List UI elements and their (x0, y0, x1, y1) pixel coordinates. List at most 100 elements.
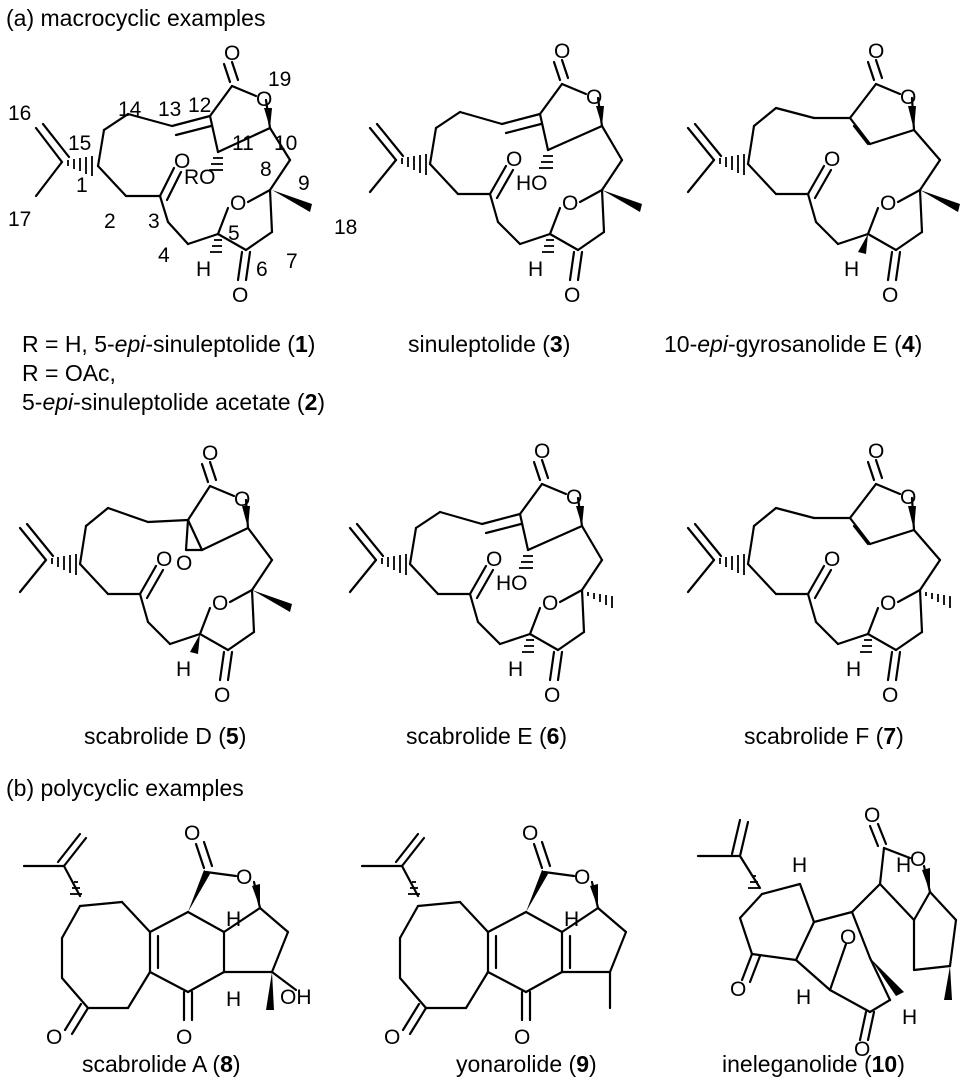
atom-o: O (522, 822, 538, 845)
section-a-heading: (a) macrocyclic examples (6, 5, 265, 31)
atom-h: H (896, 854, 911, 877)
structure-3: O O O HO O H O (368, 40, 642, 307)
atom-h: H (226, 988, 241, 1011)
structure-6: O O O HO O H O (348, 440, 613, 707)
atom-o: O (910, 848, 926, 871)
atom-number: 7 (286, 250, 298, 273)
structure-5: O O O O O H O (18, 442, 292, 707)
atom-h: H (508, 658, 523, 681)
atom-number: 10 (274, 132, 297, 155)
caption-2-line2: 5-epi-sinuleptolide acetate (2) (22, 389, 325, 415)
atom-o: O (506, 148, 522, 171)
atom-o: O (730, 978, 746, 1001)
atom-o: O (256, 88, 272, 111)
atom-number: 16 (8, 102, 31, 125)
atom-o: O (868, 440, 884, 463)
atom-number: 15 (68, 132, 91, 155)
caption-7: scabrolide F (7) (744, 723, 904, 749)
atom-o: O (880, 592, 896, 615)
atom-o: O (542, 592, 558, 615)
atom-o: O (176, 1026, 192, 1049)
atom-number: 18 (334, 216, 357, 239)
atom-o: O (214, 684, 230, 707)
atom-o: O (824, 148, 840, 171)
atom-o: O (566, 486, 582, 509)
atom-o: O (46, 1026, 62, 1049)
atom-ho: HO (496, 572, 528, 595)
atom-o: O (384, 1026, 400, 1049)
caption-5: scabrolide D (5) (84, 723, 246, 749)
structure-9: H O O O O (360, 822, 628, 1049)
atom-o: O (176, 552, 192, 575)
atom-o: O (586, 86, 602, 109)
atom-o: O (236, 866, 252, 889)
caption-2-line1: R = OAc, (22, 360, 116, 386)
atom-h: H (176, 658, 191, 681)
atom-o: O (840, 926, 856, 949)
atom-o: O (900, 486, 916, 509)
atom-number: 13 (158, 98, 181, 121)
atom-o: O (574, 866, 590, 889)
atom-number: 17 (8, 208, 31, 231)
caption-8: scabrolide A (8) (82, 1051, 241, 1077)
atom-ho: HO (516, 172, 548, 195)
atom-h: H (844, 258, 859, 281)
atom-o: O (232, 284, 248, 307)
atom-number: 3 (148, 210, 160, 233)
atom-h: H (226, 908, 241, 931)
structure-10: H H H H O O O O O (696, 804, 958, 1061)
structure-8: H H O O O O OH (22, 822, 312, 1049)
atom-o: O (514, 1026, 530, 1049)
caption-1: R = H, 5-epi-sinuleptolide (1) (22, 331, 315, 357)
atom-h: H (792, 854, 807, 877)
caption-9: yonarolide (9) (456, 1051, 597, 1077)
atom-o: O (882, 284, 898, 307)
atom-o: O (544, 684, 560, 707)
atom-o: O (184, 822, 200, 845)
atom-o: O (882, 684, 898, 707)
atom-number: 9 (298, 172, 310, 195)
caption-10: ineleganolide (10) (722, 1051, 905, 1077)
atom-o: O (864, 804, 880, 827)
atom-o: O (486, 548, 502, 571)
atom-o: O (900, 86, 916, 109)
atom-h: H (196, 258, 211, 281)
atom-number: 11 (232, 132, 254, 155)
atom-number: 12 (188, 94, 211, 117)
atom-o: O (824, 548, 840, 571)
atom-h: H (846, 658, 861, 681)
atom-o: O (562, 192, 578, 215)
atom-o: O (224, 42, 240, 65)
atom-o: O (174, 150, 190, 173)
atom-o: O (880, 192, 896, 215)
atom-h: H (528, 258, 543, 281)
atom-ro: RO (184, 166, 216, 189)
atom-number: 19 (268, 68, 291, 91)
atom-h: H (564, 908, 579, 931)
atom-o: O (534, 440, 550, 463)
atom-o: O (868, 40, 884, 63)
atom-oh: OH (280, 986, 312, 1009)
atom-o: O (212, 592, 228, 615)
structure-1: O O O RO O H O 16 15 1 17 2 3 4 5 6 7 8 … (8, 42, 357, 307)
atom-o: O (230, 192, 246, 215)
atom-o: O (554, 40, 570, 63)
caption-3: sinuleptolide (3) (408, 331, 570, 357)
section-b-heading: (b) polycyclic examples (6, 775, 244, 801)
atom-number: 5 (228, 222, 240, 245)
atom-number: 2 (104, 210, 116, 233)
atom-o: O (156, 548, 172, 571)
structure-4: O O O O H O (686, 40, 960, 307)
atom-h: H (902, 1006, 917, 1029)
atom-o: O (564, 284, 580, 307)
atom-number: 14 (118, 98, 142, 121)
caption-6: scabrolide E (6) (406, 723, 567, 749)
atom-o: O (854, 1038, 870, 1061)
atom-number: 8 (260, 158, 272, 181)
atom-h: H (796, 986, 811, 1009)
structure-7: O O O O H O (686, 440, 951, 707)
atom-number: 4 (158, 244, 170, 267)
atom-number: 6 (256, 258, 268, 281)
atom-o: O (234, 488, 250, 511)
atom-o: O (202, 442, 218, 465)
